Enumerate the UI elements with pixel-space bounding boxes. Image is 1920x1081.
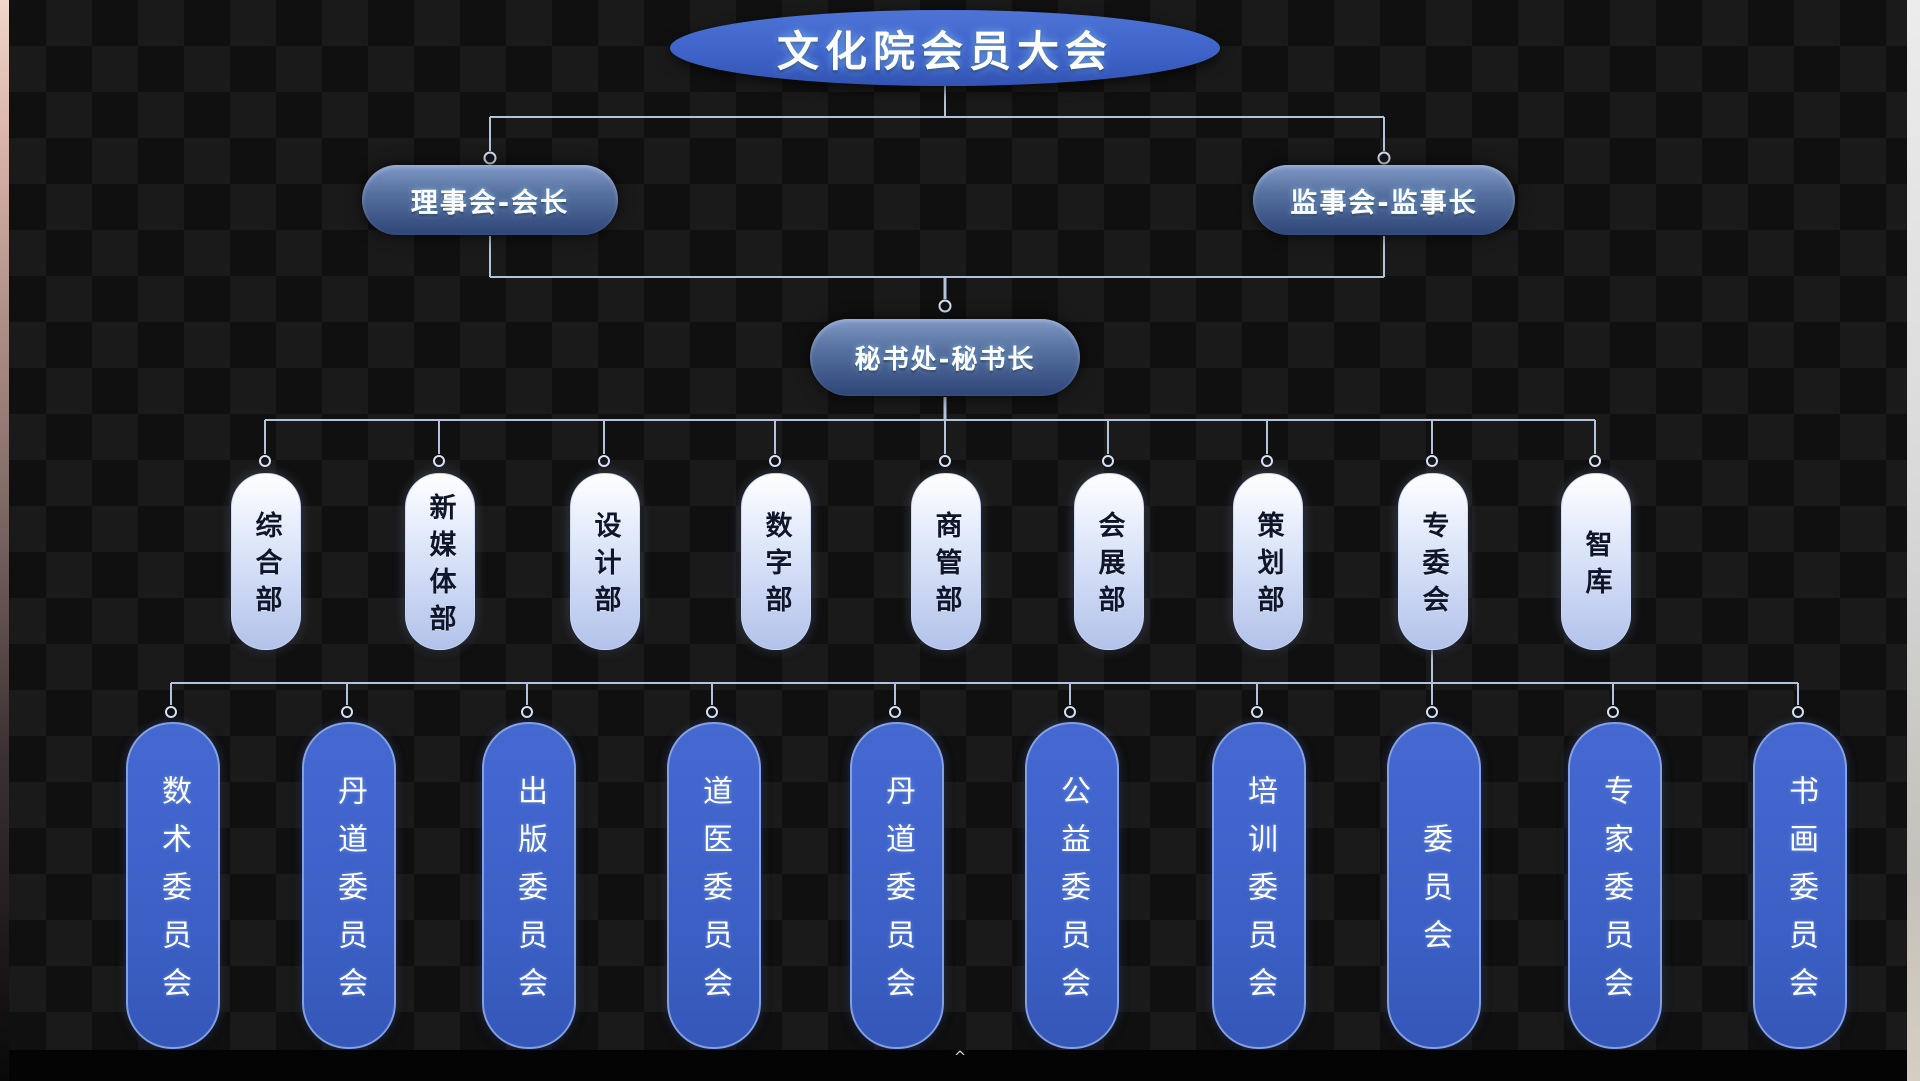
- node-dept-design[interactable]: 设计部: [570, 473, 640, 650]
- node-supervisory-board-label: 监事会-监事长: [1290, 187, 1478, 219]
- node-dept-exhibition[interactable]: 会展部: [1074, 473, 1144, 650]
- committee-label: 丹道委员会: [880, 774, 915, 1015]
- left-edge-strip: [0, 0, 9, 1081]
- node-general-assembly-label: 文化院会员大会: [776, 26, 1113, 76]
- node-dept-think-tank[interactable]: 智库: [1561, 473, 1631, 650]
- committee-label: 道医委员会: [697, 774, 732, 1015]
- node-committee-experts[interactable]: 专家委员会: [1568, 722, 1662, 1049]
- node-committee-taoist-medicine[interactable]: 道医委员会: [667, 722, 761, 1049]
- node-committee-numerology[interactable]: 数术委员会: [126, 722, 220, 1049]
- committee-label: 公益委员会: [1055, 774, 1090, 1015]
- dept-label: 会展部: [1093, 511, 1125, 622]
- node-secretariat[interactable]: 秘书处-秘书长: [810, 319, 1080, 396]
- node-dept-general-affairs[interactable]: 综合部: [231, 473, 301, 650]
- node-general-assembly[interactable]: 文化院会员大会: [670, 10, 1220, 86]
- committee-label: 专家委员会: [1598, 774, 1633, 1015]
- node-committee-calligraphy-painting[interactable]: 书画委员会: [1753, 722, 1847, 1049]
- committee-label: 丹道委员会: [332, 774, 367, 1015]
- node-secretariat-label: 秘书处-秘书长: [854, 345, 1036, 375]
- right-edge-scrollbar-strip: [1907, 0, 1920, 1081]
- dept-label: 设计部: [589, 511, 621, 622]
- node-dept-planning[interactable]: 策划部: [1233, 473, 1303, 650]
- node-dept-business[interactable]: 商管部: [911, 473, 981, 650]
- dept-label: 智库: [1580, 529, 1612, 604]
- node-dept-new-media[interactable]: 新媒体部: [405, 473, 475, 650]
- node-committee-generic[interactable]: 委员会: [1387, 722, 1481, 1049]
- node-committee-training[interactable]: 培训委员会: [1212, 722, 1306, 1049]
- dept-label: 新媒体部: [424, 492, 456, 641]
- dept-label: 专委会: [1417, 511, 1449, 622]
- node-committee-dandao-1[interactable]: 丹道委员会: [302, 722, 396, 1049]
- committee-label: 出版委员会: [512, 774, 547, 1015]
- node-dept-digital[interactable]: 数字部: [741, 473, 811, 650]
- bottom-caret: ^: [953, 1048, 967, 1066]
- node-board-chairman-label: 理事会-会长: [410, 187, 570, 219]
- node-committee-dandao-2[interactable]: 丹道委员会: [850, 722, 944, 1049]
- dept-label: 数字部: [760, 511, 792, 622]
- committee-label: 书画委员会: [1783, 774, 1818, 1015]
- committee-label: 数术委员会: [156, 774, 191, 1015]
- dept-label: 策划部: [1252, 511, 1284, 622]
- node-supervisory-board[interactable]: 监事会-监事长: [1253, 165, 1515, 235]
- committee-label: 委员会: [1417, 822, 1452, 967]
- node-committee-publishing[interactable]: 出版委员会: [482, 722, 576, 1049]
- node-dept-special-committees[interactable]: 专委会: [1398, 473, 1468, 650]
- node-committee-public-welfare[interactable]: 公益委员会: [1025, 722, 1119, 1049]
- node-board-chairman[interactable]: 理事会-会长: [362, 165, 618, 235]
- bottom-strip: ^: [0, 1050, 1920, 1081]
- dept-label: 商管部: [930, 511, 962, 622]
- committee-label: 培训委员会: [1242, 774, 1277, 1015]
- dept-label: 综合部: [250, 511, 282, 622]
